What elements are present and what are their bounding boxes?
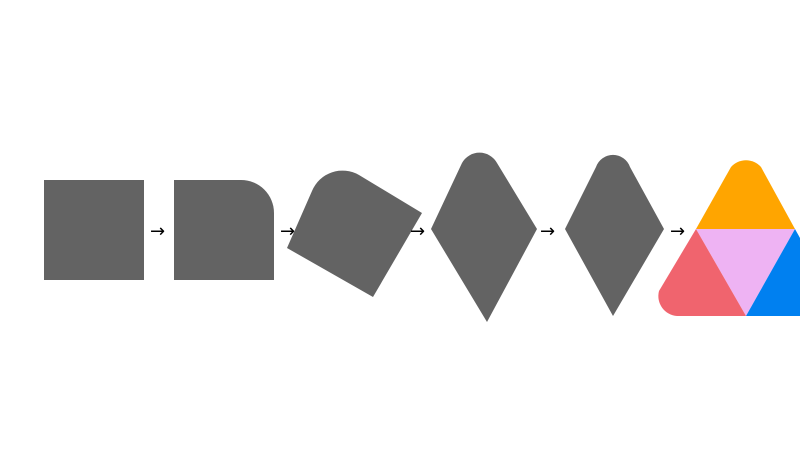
rotated-square-shape — [287, 170, 422, 297]
split-triangle-shape — [658, 160, 800, 316]
square-shape — [44, 180, 144, 280]
narrow-diamond-shape — [565, 154, 664, 316]
arrow-2: → — [280, 221, 296, 242]
diamond-shape — [431, 152, 537, 322]
arrow-1: → — [150, 221, 166, 242]
triangle-left-region — [658, 229, 746, 316]
triangle-top-region — [696, 160, 795, 229]
arrow-4: → — [540, 221, 556, 242]
arrow-3: → — [410, 221, 426, 242]
triangle-right-region — [746, 229, 800, 316]
triangle-center-region — [696, 229, 795, 316]
arrow-5: → — [670, 221, 686, 242]
rounded-corner-square-shape — [174, 180, 274, 280]
